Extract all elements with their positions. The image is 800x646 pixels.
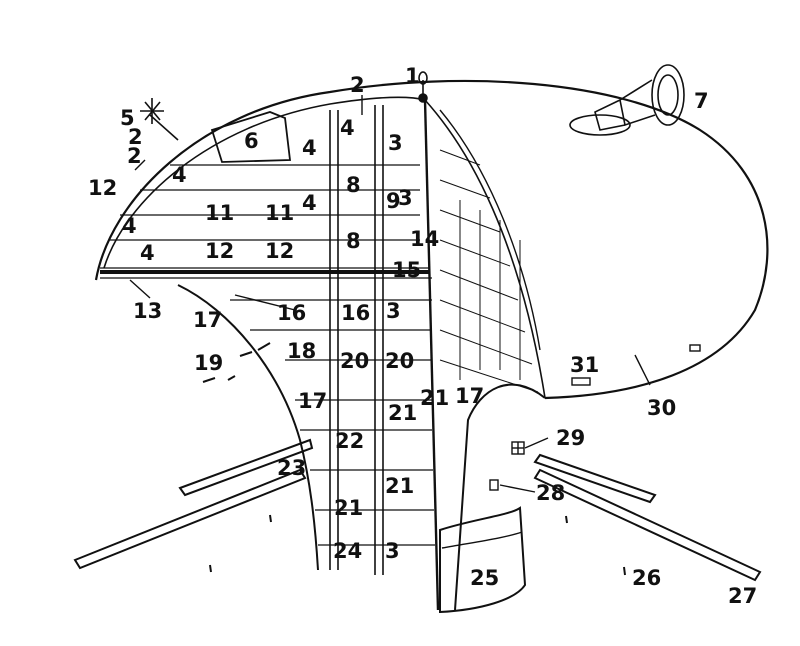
callout-10: 12: [88, 176, 117, 200]
callout-31: 31: [570, 353, 599, 377]
callout-23: 23: [277, 456, 306, 480]
mast-icon: [418, 71, 428, 103]
roof-line: [424, 99, 546, 399]
callout-11b: 11: [265, 201, 294, 225]
callout-21d: 21: [420, 386, 449, 410]
deck-lines: [100, 164, 435, 546]
callout-6: 6: [244, 129, 259, 153]
callout-1: 1: [405, 64, 420, 88]
callout-7: 7: [694, 89, 709, 113]
facade-hatching: [439, 149, 539, 393]
callout-24: 24: [333, 539, 362, 563]
callout-17a: 17: [193, 308, 222, 332]
callout-16a: 16: [277, 301, 306, 325]
callout-22: 22: [335, 429, 364, 453]
tower-left-edge: [177, 284, 319, 571]
callout-29: 29: [556, 426, 585, 450]
roof-ridge: [439, 109, 541, 351]
skid-legs: [73, 438, 762, 582]
tower-right-edge: [454, 383, 546, 611]
callout-21a: 21: [388, 401, 417, 425]
callout-4c: 4: [172, 163, 187, 187]
callout-28: 28: [536, 481, 565, 505]
callout-5: 5: [120, 106, 135, 130]
callout-4e: 4: [140, 241, 155, 265]
callout-12a: 12: [205, 239, 234, 263]
callout-12b: 12: [265, 239, 294, 263]
callout-21c: 21: [334, 496, 363, 520]
callout-3d: 3: [398, 186, 413, 210]
dome-inner-rim: [103, 96, 426, 269]
callout-3a: 3: [388, 131, 403, 155]
callout-17c: 17: [455, 384, 484, 408]
callout-13: 13: [133, 299, 162, 323]
callout-labels: 1 2 2 4 3 5 6 4 7 4 8 12 9 11 11 4 12 12…: [88, 64, 757, 608]
ground-ticks: [202, 342, 626, 576]
vertical-shafts: [329, 105, 384, 575]
callout-21b: 21: [385, 474, 414, 498]
callout-2c: 2: [128, 125, 143, 149]
antenna-icon: [140, 98, 179, 141]
dome-outline: [94, 79, 769, 400]
callout-26: 26: [632, 566, 661, 590]
callout-4-top: 4: [340, 116, 355, 140]
callout-4d: 4: [122, 214, 137, 238]
callout-16b: 16: [341, 301, 370, 325]
callout-30: 30: [647, 396, 676, 420]
callout-27: 27: [728, 584, 757, 608]
callout-3c: 3: [385, 539, 400, 563]
roof-room-6: [210, 111, 292, 163]
callout-25: 25: [470, 566, 499, 590]
callout-2a: 2: [350, 73, 365, 97]
callout-11a: 11: [205, 201, 234, 225]
callout-20b: 20: [385, 349, 414, 373]
callout-19: 19: [194, 351, 223, 375]
callout-8a: 8: [346, 173, 361, 197]
tower-front-edge: [423, 99, 440, 611]
base-cylinder: [439, 506, 527, 614]
callout-15: 15: [392, 258, 421, 282]
callout-9: 9: [386, 189, 401, 213]
callout-14: 14: [410, 227, 439, 251]
leader-lines: [129, 95, 651, 493]
window-marks: [489, 344, 701, 491]
callout-8b: 8: [346, 229, 361, 253]
callout-4b: 4: [302, 136, 317, 160]
callout-2b: 2: [127, 144, 142, 168]
callout-4f: 4: [302, 191, 317, 215]
callout-3b: 3: [386, 299, 401, 323]
base-cylinder-band: [441, 531, 523, 549]
callout-17b: 17: [298, 389, 327, 413]
satellite-dish-icon: [569, 64, 685, 136]
callout-20a: 20: [340, 349, 369, 373]
callout-18: 18: [287, 339, 316, 363]
